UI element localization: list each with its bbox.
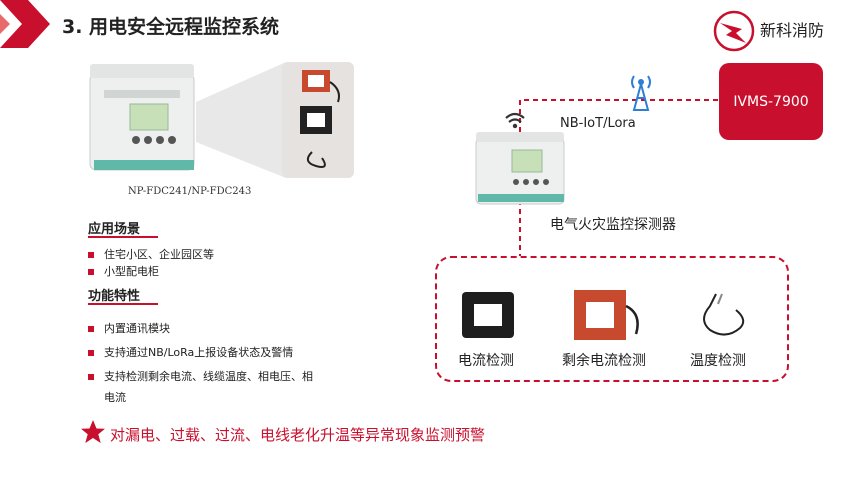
sensor-label-temperature: 温度检测 xyxy=(690,353,746,369)
antenna-tower-icon xyxy=(631,75,651,111)
brand-name: 新科消防 xyxy=(760,21,825,40)
feature-item: 支持通过NB/LoRa上报设备状态及警情 xyxy=(88,344,293,360)
product-model-label: NP-FDC241/NP-FDC243 xyxy=(128,186,252,197)
page-title: 3. 用电安全远程监控系统 xyxy=(62,16,280,38)
header-chevron-decoration xyxy=(0,0,50,48)
sensor-photo-icon xyxy=(300,70,340,168)
temperature-sensor-icon xyxy=(703,293,745,336)
ivms-server-box: IVMS-7900 xyxy=(719,63,823,140)
warning-text: 对漏电、过载、过流、电线老化升温等异常现象监测预警 xyxy=(110,426,486,444)
detector-device-image xyxy=(475,132,565,205)
application-item: 小型配电柜 xyxy=(88,263,159,279)
sensor-label-current: 电流检测 xyxy=(458,353,514,369)
feature-item-continued: 电流 xyxy=(104,391,126,404)
application-heading: 应用场景 xyxy=(88,222,141,237)
sensor-group-box xyxy=(435,256,789,382)
wifi-icon xyxy=(505,112,525,129)
features-heading: 功能特性 xyxy=(88,289,141,304)
sensor-label-residual: 剩余电流检测 xyxy=(562,353,646,369)
brand-logo-icon xyxy=(713,10,755,52)
network-label: NB-IoT/Lora xyxy=(560,116,636,131)
feature-item: 支持检测剩余电流、线缆温度、相电压、相 xyxy=(88,368,313,384)
application-item: 住宅小区、企业园区等 xyxy=(88,246,214,262)
detector-label: 电气火灾监控探测器 xyxy=(550,217,676,233)
application-underline xyxy=(88,236,158,238)
current-sensor-icon xyxy=(462,292,514,338)
device-zoom-cone xyxy=(196,62,286,178)
features-underline xyxy=(88,303,158,305)
sensor-photo-panel xyxy=(282,62,354,178)
residual-current-sensor-icon xyxy=(574,290,639,340)
ivms-server-label: IVMS-7900 xyxy=(733,93,809,110)
fdc-device-image xyxy=(89,64,195,171)
feature-item: 内置通讯模块 xyxy=(88,320,170,336)
star-icon xyxy=(81,420,105,443)
